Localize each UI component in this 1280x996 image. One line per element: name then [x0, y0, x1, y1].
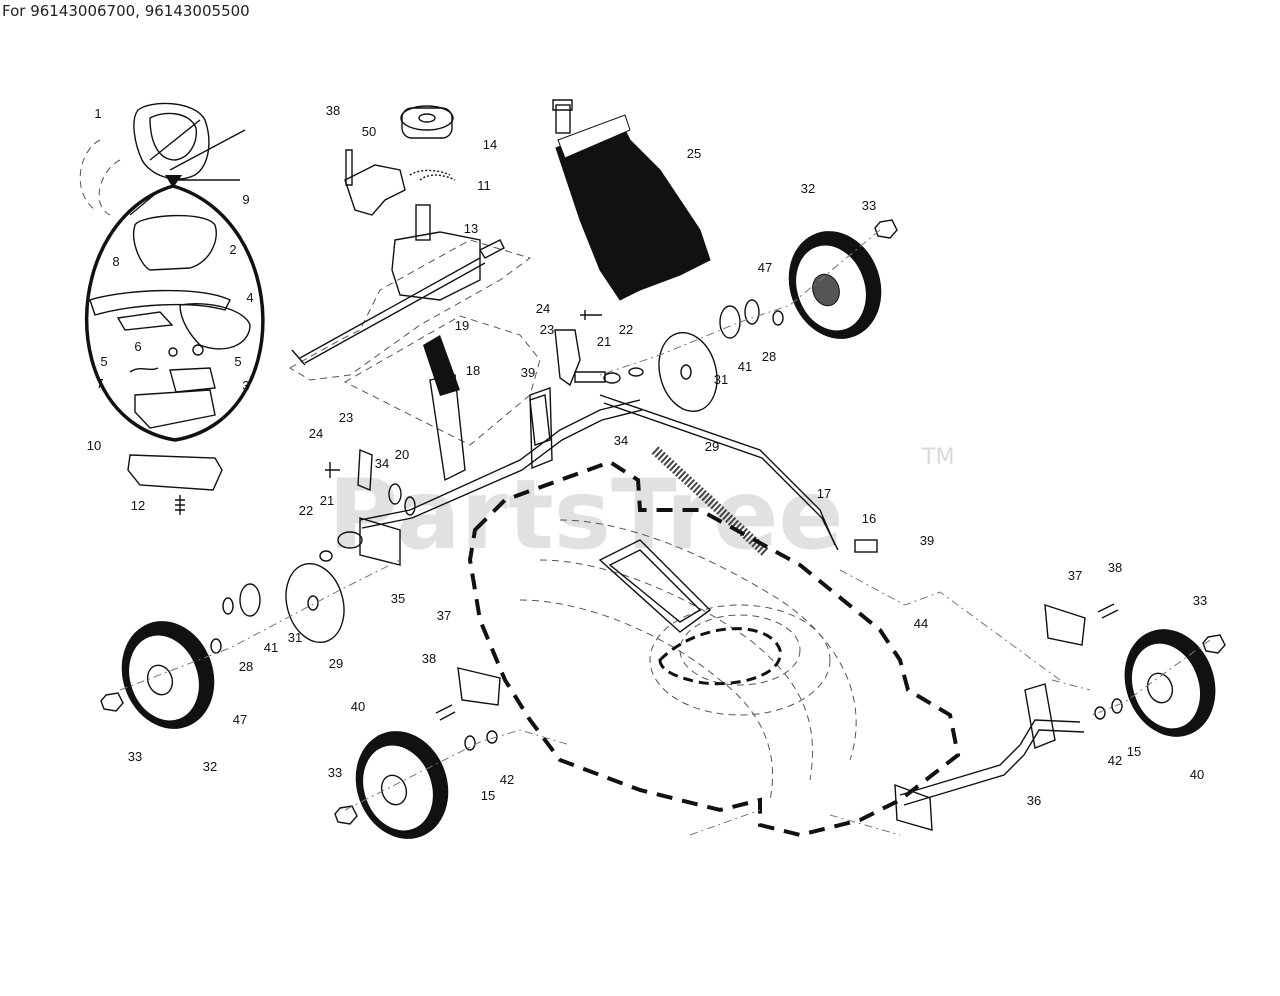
watermark-trademark: TM: [921, 445, 954, 470]
callout-23: 23: [339, 410, 353, 425]
callout-37: 37: [1068, 568, 1082, 583]
callout-15: 15: [481, 788, 495, 803]
hex-nuts: [100, 219, 1226, 825]
callout-37: 37: [437, 608, 451, 623]
callout-22: 22: [299, 503, 313, 518]
diagram-title: For 96143006700, 96143005500: [2, 2, 250, 20]
control-detail-oval: [85, 184, 265, 442]
callout-32: 32: [801, 181, 815, 196]
wheel-front-left: [121, 621, 215, 729]
callout-44: 44: [914, 616, 928, 631]
callout-34: 34: [375, 456, 389, 471]
callout-19: 19: [455, 318, 469, 333]
callout-20: 20: [395, 447, 409, 462]
callout-39: 39: [920, 533, 934, 548]
callout-42: 42: [500, 772, 514, 787]
rear-bracket: [127, 454, 223, 515]
watermark-brand: PartsTree: [328, 459, 843, 571]
mower-deck: [467, 459, 961, 838]
callout-47: 47: [758, 260, 772, 275]
callout-4: 4: [246, 290, 253, 305]
callout-29: 29: [329, 656, 343, 671]
handle-assembly: [79, 102, 246, 216]
callout-41: 41: [264, 640, 278, 655]
wheel-rear-right: [1124, 629, 1216, 737]
callout-33: 33: [862, 198, 876, 213]
callout-13: 13: [464, 221, 478, 236]
callout-9: 9: [242, 192, 249, 207]
callout-31: 31: [714, 372, 728, 387]
rear-axle-assembly: [894, 679, 1091, 831]
callout-17: 17: [817, 486, 831, 501]
callout-40: 40: [351, 699, 365, 714]
callout-21: 21: [320, 493, 334, 508]
wheel-gears: [222, 299, 760, 644]
drive-controls: [319, 310, 644, 562]
callout-3: 3: [242, 378, 249, 393]
callout-15: 15: [1127, 744, 1141, 759]
callout-8: 8: [112, 254, 119, 269]
callout-22: 22: [619, 322, 633, 337]
callout-23: 23: [540, 322, 554, 337]
grass-catcher-bag: [552, 99, 711, 301]
callout-36: 36: [1027, 793, 1041, 808]
callout-12: 12: [131, 498, 145, 513]
callout-16: 16: [862, 511, 876, 526]
callout-32: 32: [203, 759, 217, 774]
callout-7: 7: [96, 376, 103, 391]
callout-42: 42: [1108, 753, 1122, 768]
callout-34: 34: [614, 433, 628, 448]
callout-11: 11: [477, 178, 491, 193]
extension-spring: [651, 446, 769, 556]
callout-24: 24: [309, 426, 323, 441]
callout-33: 33: [328, 765, 342, 780]
callout-10: 10: [87, 438, 101, 453]
rear-axle: [359, 387, 878, 566]
callout-1: 1: [94, 106, 101, 121]
callout-29: 29: [705, 439, 719, 454]
wheel-rear-left: [355, 731, 449, 839]
callout-5: 5: [100, 354, 107, 369]
callout-31: 31: [288, 630, 302, 645]
watermark: PartsTree TM: [328, 445, 954, 571]
callout-14: 14: [483, 137, 497, 152]
callout-38: 38: [1108, 560, 1122, 575]
callout-33: 33: [1193, 593, 1207, 608]
assembly-lines: [119, 229, 1211, 836]
callout-18: 18: [466, 363, 480, 378]
callout-5: 5: [234, 354, 241, 369]
height-brackets: [435, 603, 1119, 721]
callout-40: 40: [1190, 767, 1204, 782]
callout-38: 38: [422, 651, 436, 666]
callout-38: 38: [326, 103, 340, 118]
callout-28: 28: [762, 349, 776, 364]
callout-47: 47: [233, 712, 247, 727]
callout-21: 21: [597, 334, 611, 349]
callout-35: 35: [391, 591, 405, 606]
callout-28: 28: [239, 659, 253, 674]
transmission-assembly: [289, 105, 541, 446]
wheel-front-right: [788, 231, 882, 339]
callout-2: 2: [229, 242, 236, 257]
callout-25: 25: [687, 146, 701, 161]
callout-41: 41: [738, 359, 752, 374]
callout-39: 39: [521, 365, 535, 380]
callout-50: 50: [362, 124, 376, 139]
callout-6: 6: [134, 339, 141, 354]
callout-33: 33: [128, 749, 142, 764]
callout-24: 24: [536, 301, 550, 316]
